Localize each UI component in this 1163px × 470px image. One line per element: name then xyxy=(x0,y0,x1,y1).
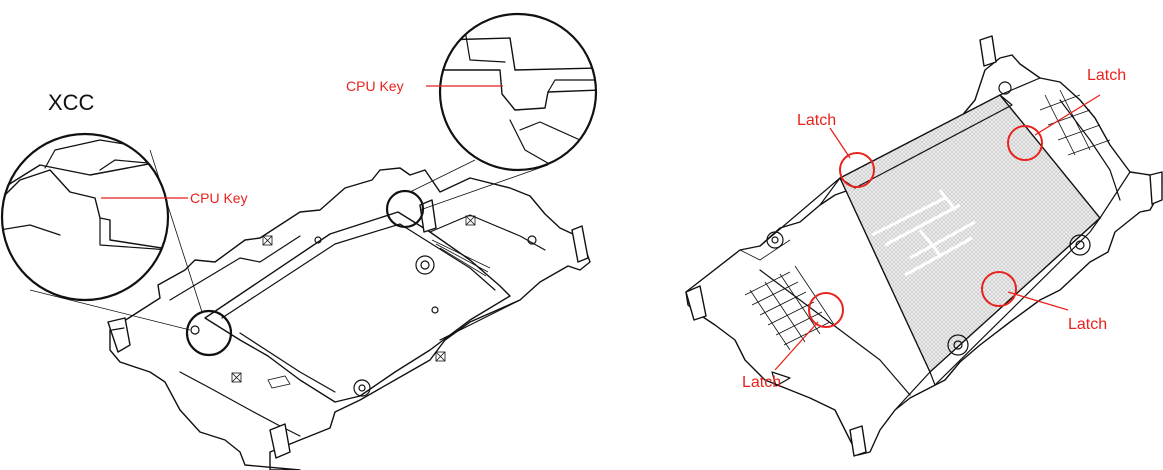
latch-label-bottom-right: Latch xyxy=(1068,316,1107,333)
top-zoom-bubble xyxy=(438,12,598,172)
left-zoom-bubble xyxy=(0,132,170,302)
right-carrier-figure: Latch Latch Latch Latch xyxy=(685,35,1163,457)
left-carrier-figure: CPU Key CPU Key XCC xyxy=(0,12,598,470)
latch-label-top-right: Latch xyxy=(1087,67,1126,84)
cpu-key-label-left: CPU Key xyxy=(190,190,248,206)
latch-circle-bottom-right xyxy=(981,271,1017,307)
cpu-key-label-top: CPU Key xyxy=(346,78,404,94)
xcc-label: XCC xyxy=(48,90,95,115)
key-location-circle-left xyxy=(185,309,233,357)
latch-circle-bottom-left xyxy=(808,292,844,328)
latch-label-bottom-left: Latch xyxy=(742,374,781,391)
latch-circle-top-left xyxy=(839,152,875,188)
latch-label-top-left: Latch xyxy=(797,112,836,129)
latch-circle-top-right xyxy=(1007,125,1043,161)
